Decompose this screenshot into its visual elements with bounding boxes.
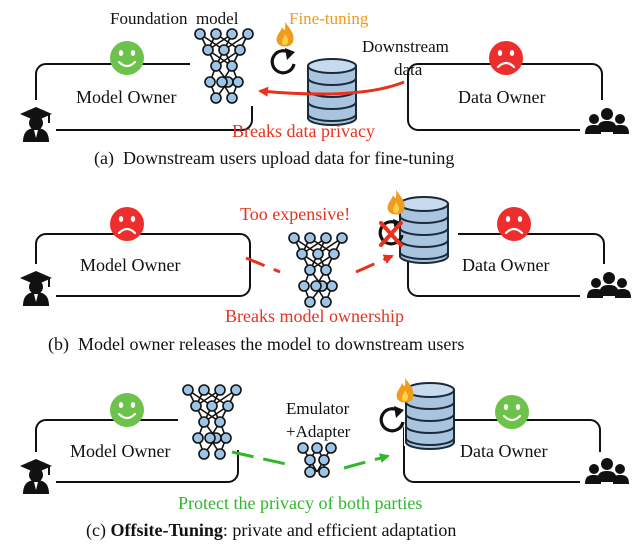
- caption-c-prefix: (c): [86, 520, 110, 541]
- data-owner-label: Data Owner: [460, 441, 547, 461]
- adapter-label: +Adapter: [286, 422, 351, 441]
- refresh-icon: [379, 404, 406, 433]
- fine-tuning-label: Fine-tuning: [289, 9, 369, 28]
- caption-c-bold: Offsite-Tuning: [110, 520, 222, 540]
- happy-face-icon: [108, 391, 146, 429]
- flame-icon: [396, 378, 414, 403]
- data-owner-label: Data Owner: [458, 87, 545, 107]
- panel-a: Foundation model Fine-tuning Downstream …: [20, 9, 629, 169]
- neural-network-icon: [288, 232, 348, 308]
- database-icon: [399, 196, 449, 264]
- foundation-model-label: Foundation model: [110, 9, 239, 28]
- too-expensive-label: Too expensive!: [240, 204, 350, 224]
- sad-face-icon: [108, 205, 146, 243]
- caption-c: (c) Offsite-Tuning: private and efficien…: [86, 520, 456, 541]
- model-owner-label: Model Owner: [80, 255, 180, 275]
- sad-face-icon: [487, 39, 525, 77]
- emulator-arrow-left: [231, 450, 287, 466]
- data-owner-label: Data Owner: [462, 255, 549, 275]
- model-owner-label: Model Owner: [76, 87, 176, 107]
- cross-icon: [379, 221, 403, 247]
- upload-arrow: [258, 80, 405, 97]
- happy-face-icon: [493, 393, 531, 431]
- downstream-label-2: data: [394, 60, 423, 79]
- warning-label: Breaks data privacy: [232, 121, 375, 141]
- emulator-label: Emulator: [286, 399, 350, 418]
- caption-b: (b) Model owner releases the model to do…: [48, 334, 464, 355]
- release-arrow-left: [245, 256, 281, 274]
- refresh-icon: [270, 46, 297, 75]
- caption-c-rest: : private and efficient adaptation: [223, 520, 457, 540]
- caption-a: (a) Downstream users upload data for fin…: [94, 148, 454, 169]
- model-owner-label: Model Owner: [70, 441, 170, 461]
- panel-b: Too expensive! Model Owner Data Owner Br…: [20, 190, 631, 355]
- emulator-arrow-right: [343, 453, 390, 470]
- happy-face-icon: [108, 39, 146, 77]
- neural-network-icon: [297, 442, 337, 478]
- warning-label: Breaks model ownership: [225, 306, 404, 326]
- downstream-label: Downstream: [362, 37, 449, 56]
- flame-icon: [387, 190, 405, 215]
- panel-c: Emulator +Adapter Model Owner Data Owner…: [20, 378, 629, 541]
- sad-face-icon: [495, 205, 533, 243]
- release-arrow-right: [355, 254, 394, 274]
- success-label: Protect the privacy of both parties: [178, 493, 422, 513]
